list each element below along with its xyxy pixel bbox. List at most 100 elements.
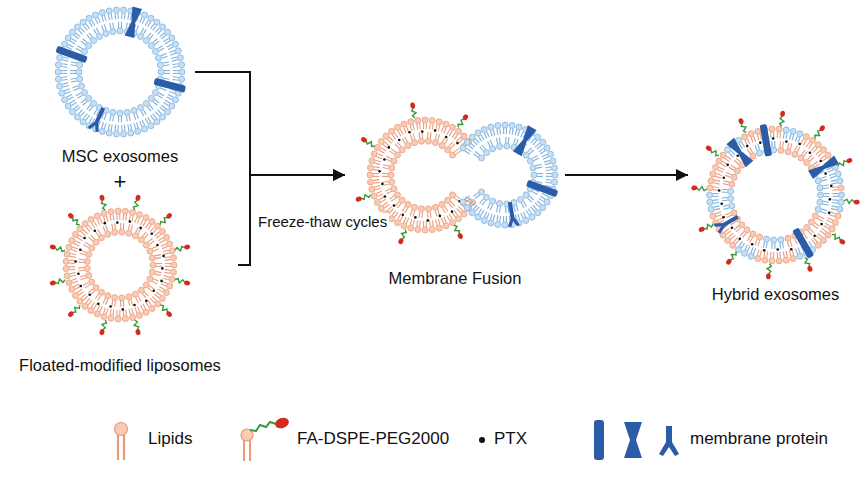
lipid-tail — [106, 216, 108, 222]
lipid-head — [790, 256, 796, 262]
lipid-tail — [716, 215, 722, 217]
lipid-tail — [452, 133, 456, 138]
lipid-head — [171, 262, 177, 268]
lipid-tail — [813, 225, 818, 229]
lipid-tail — [715, 176, 721, 178]
lipid-tail — [747, 246, 750, 251]
lipid-head — [70, 109, 76, 115]
lipid-head — [105, 231, 111, 237]
lipid-tail — [69, 269, 75, 271]
lipid-tail — [442, 208, 445, 213]
lipid-tail — [788, 241, 790, 247]
lipid-head — [80, 19, 86, 25]
lipid-tail — [67, 95, 72, 98]
lipid-tail — [98, 229, 101, 234]
lipid-head — [148, 15, 154, 21]
ptx-dot — [383, 158, 386, 161]
lipid-tail — [456, 151, 461, 155]
lipid-tail — [723, 181, 729, 182]
lipid-tail — [152, 229, 156, 233]
lipid-head — [374, 200, 380, 206]
lipid-tail — [129, 115, 130, 121]
lipid-tail — [808, 155, 812, 159]
legend-text: Lipids — [148, 429, 192, 449]
lipid-tail — [136, 227, 139, 232]
lipid-head — [755, 256, 761, 262]
lipid-tail — [406, 218, 408, 224]
lipid-tail — [809, 144, 812, 149]
ptx-dot — [104, 222, 107, 225]
lipid-tail — [383, 181, 389, 182]
lipid-tail — [164, 272, 170, 274]
lipid-head — [99, 10, 105, 16]
peg-folate-chain — [174, 244, 190, 253]
lipid-head — [551, 179, 557, 185]
lipid-tail — [153, 26, 157, 31]
ptx-dot — [421, 130, 424, 133]
lipid-tail — [61, 70, 67, 71]
lipid-tail — [113, 116, 114, 122]
lipid-tail — [518, 130, 520, 136]
lipid-tail — [104, 114, 106, 120]
lipid-head — [160, 114, 166, 120]
lipid-tail — [83, 245, 88, 248]
lipid-head — [142, 126, 148, 132]
lipid-tail — [373, 179, 379, 181]
lipid-tail — [142, 18, 144, 24]
lipid-tail — [820, 156, 825, 160]
lipid-tail — [137, 218, 139, 224]
lipid-tail — [104, 25, 106, 31]
lipid-tail — [514, 138, 516, 144]
lipid-tail — [151, 115, 155, 120]
protein-y — [713, 212, 741, 235]
lipid-tail — [114, 223, 116, 229]
lipid-tail — [111, 124, 112, 130]
folate-tip — [846, 157, 853, 164]
lipid-tail — [490, 205, 493, 210]
lipid-tail — [736, 158, 740, 162]
lipid-head — [378, 205, 384, 211]
legend-text: PTX — [494, 429, 527, 449]
lipid-head — [433, 140, 439, 146]
lipid-tail — [747, 149, 750, 154]
protein-y — [504, 201, 520, 228]
lipid-tail — [490, 214, 492, 220]
lipid-tail — [413, 220, 415, 226]
peg-chain — [400, 229, 407, 240]
lipid-tail — [117, 125, 118, 131]
lipid-head — [371, 151, 377, 157]
lipid-tail — [723, 183, 729, 184]
lipid-tail — [387, 139, 391, 143]
lipid-tail — [74, 243, 79, 246]
lipid-head — [177, 55, 183, 61]
lipid-tail — [100, 218, 103, 223]
lipid-head — [117, 110, 123, 116]
lipid-tail — [115, 125, 116, 131]
lipid-tail — [722, 200, 728, 202]
vesicle-node: Hybrid exosomes — [688, 110, 863, 304]
ptx-dot — [384, 195, 387, 198]
legend-text: FA-DSPE-PEG2000 — [297, 429, 449, 449]
lipid-tail — [164, 256, 170, 258]
lipid-tail — [76, 33, 81, 37]
lipid-head — [164, 29, 170, 35]
lipid-tail — [493, 215, 495, 221]
lipid-tail — [451, 144, 455, 148]
lipid-tail — [62, 63, 68, 65]
lipid-head — [803, 134, 809, 140]
lipid-tail — [795, 146, 798, 151]
lipid-tail — [726, 231, 731, 235]
lipid-head — [101, 210, 107, 216]
lipid-tail — [480, 147, 484, 152]
lipid-tail — [465, 196, 470, 199]
lipid-tail — [532, 192, 537, 195]
ptx-dot — [109, 305, 112, 308]
lipid-tail — [83, 282, 88, 285]
lipid-head — [475, 214, 481, 220]
lipid-tail — [146, 223, 150, 228]
lipid-tail — [777, 132, 778, 138]
lipid-head — [734, 168, 740, 174]
ptx-dot — [139, 227, 142, 230]
lipid-tail — [92, 20, 95, 25]
lipid-tail — [751, 137, 753, 143]
